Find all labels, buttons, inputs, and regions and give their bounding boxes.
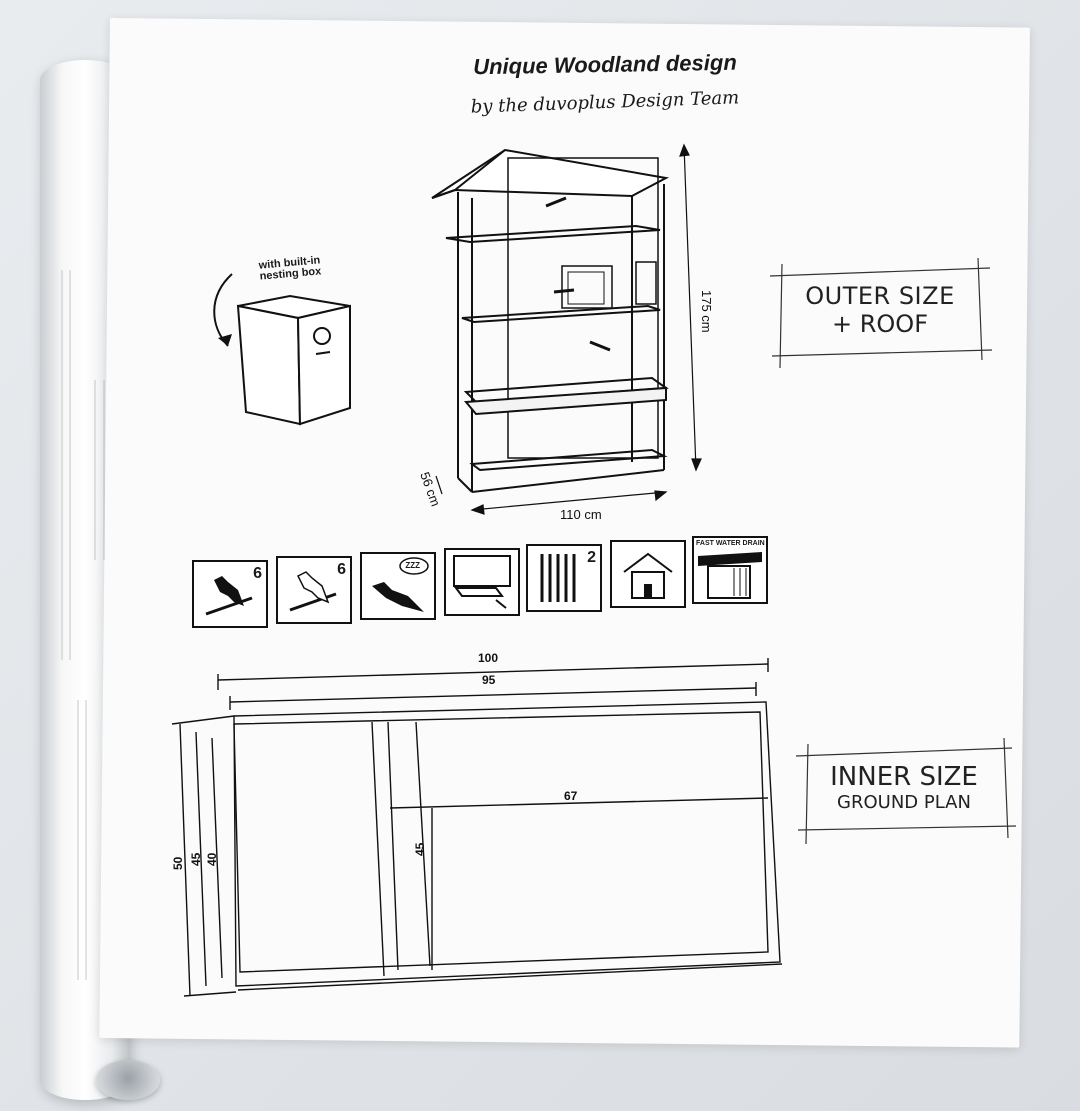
feature-badge: FAST WATER DRAIN — [696, 540, 765, 547]
feature-badge: 2 — [587, 549, 596, 566]
depth-mid-label: 45 — [189, 852, 203, 866]
outer-size-line1: OUTER SIZE — [805, 282, 955, 310]
house-roof-icon — [623, 552, 673, 599]
large-bird-icon — [205, 576, 253, 616]
height-dimension-label: 175 cm — [699, 290, 714, 333]
feature-badge: 6 — [337, 561, 346, 578]
water-drain-icon — [698, 552, 762, 599]
feature-badge: 6 — [253, 565, 262, 582]
feature-large-bird: 6 — [192, 560, 268, 628]
depth-outer-label: 50 — [171, 856, 185, 870]
feature-small-bird: 6 — [276, 556, 352, 624]
outer-size-line2: + ROOF — [832, 310, 928, 338]
drawer-tray-icon — [453, 555, 511, 609]
inner-size-line2: GROUND PLAN — [837, 792, 971, 813]
feature-water-drain: FAST WATER DRAIN — [692, 536, 768, 604]
width-inner-label: 95 — [482, 673, 496, 687]
width-dimension-label: 110 cm — [560, 507, 602, 522]
feature-house-roof — [610, 540, 686, 608]
width-outer-label: 100 — [478, 651, 498, 665]
feature-cage-bars: 2 — [526, 544, 602, 612]
small-bird-icon — [289, 571, 337, 612]
feature-drawer-tray — [444, 548, 520, 616]
inner-size-label: INNER SIZE GROUND PLAN — [812, 762, 996, 813]
depth-inner-label: 40 — [205, 852, 219, 866]
feature-badge: ZZZ — [405, 561, 420, 570]
section-depth-label: 45 — [413, 842, 427, 856]
cage-bars-icon — [540, 554, 576, 602]
paper-roll-end — [96, 1060, 160, 1100]
sleeping-bird-icon — [372, 557, 429, 612]
inner-section-label: 67 — [564, 789, 578, 803]
feature-sleeping-bird: ZZZ — [360, 552, 436, 620]
inner-size-line1: INNER SIZE — [830, 762, 978, 792]
outer-size-label: OUTER SIZE + ROOF — [790, 282, 970, 338]
